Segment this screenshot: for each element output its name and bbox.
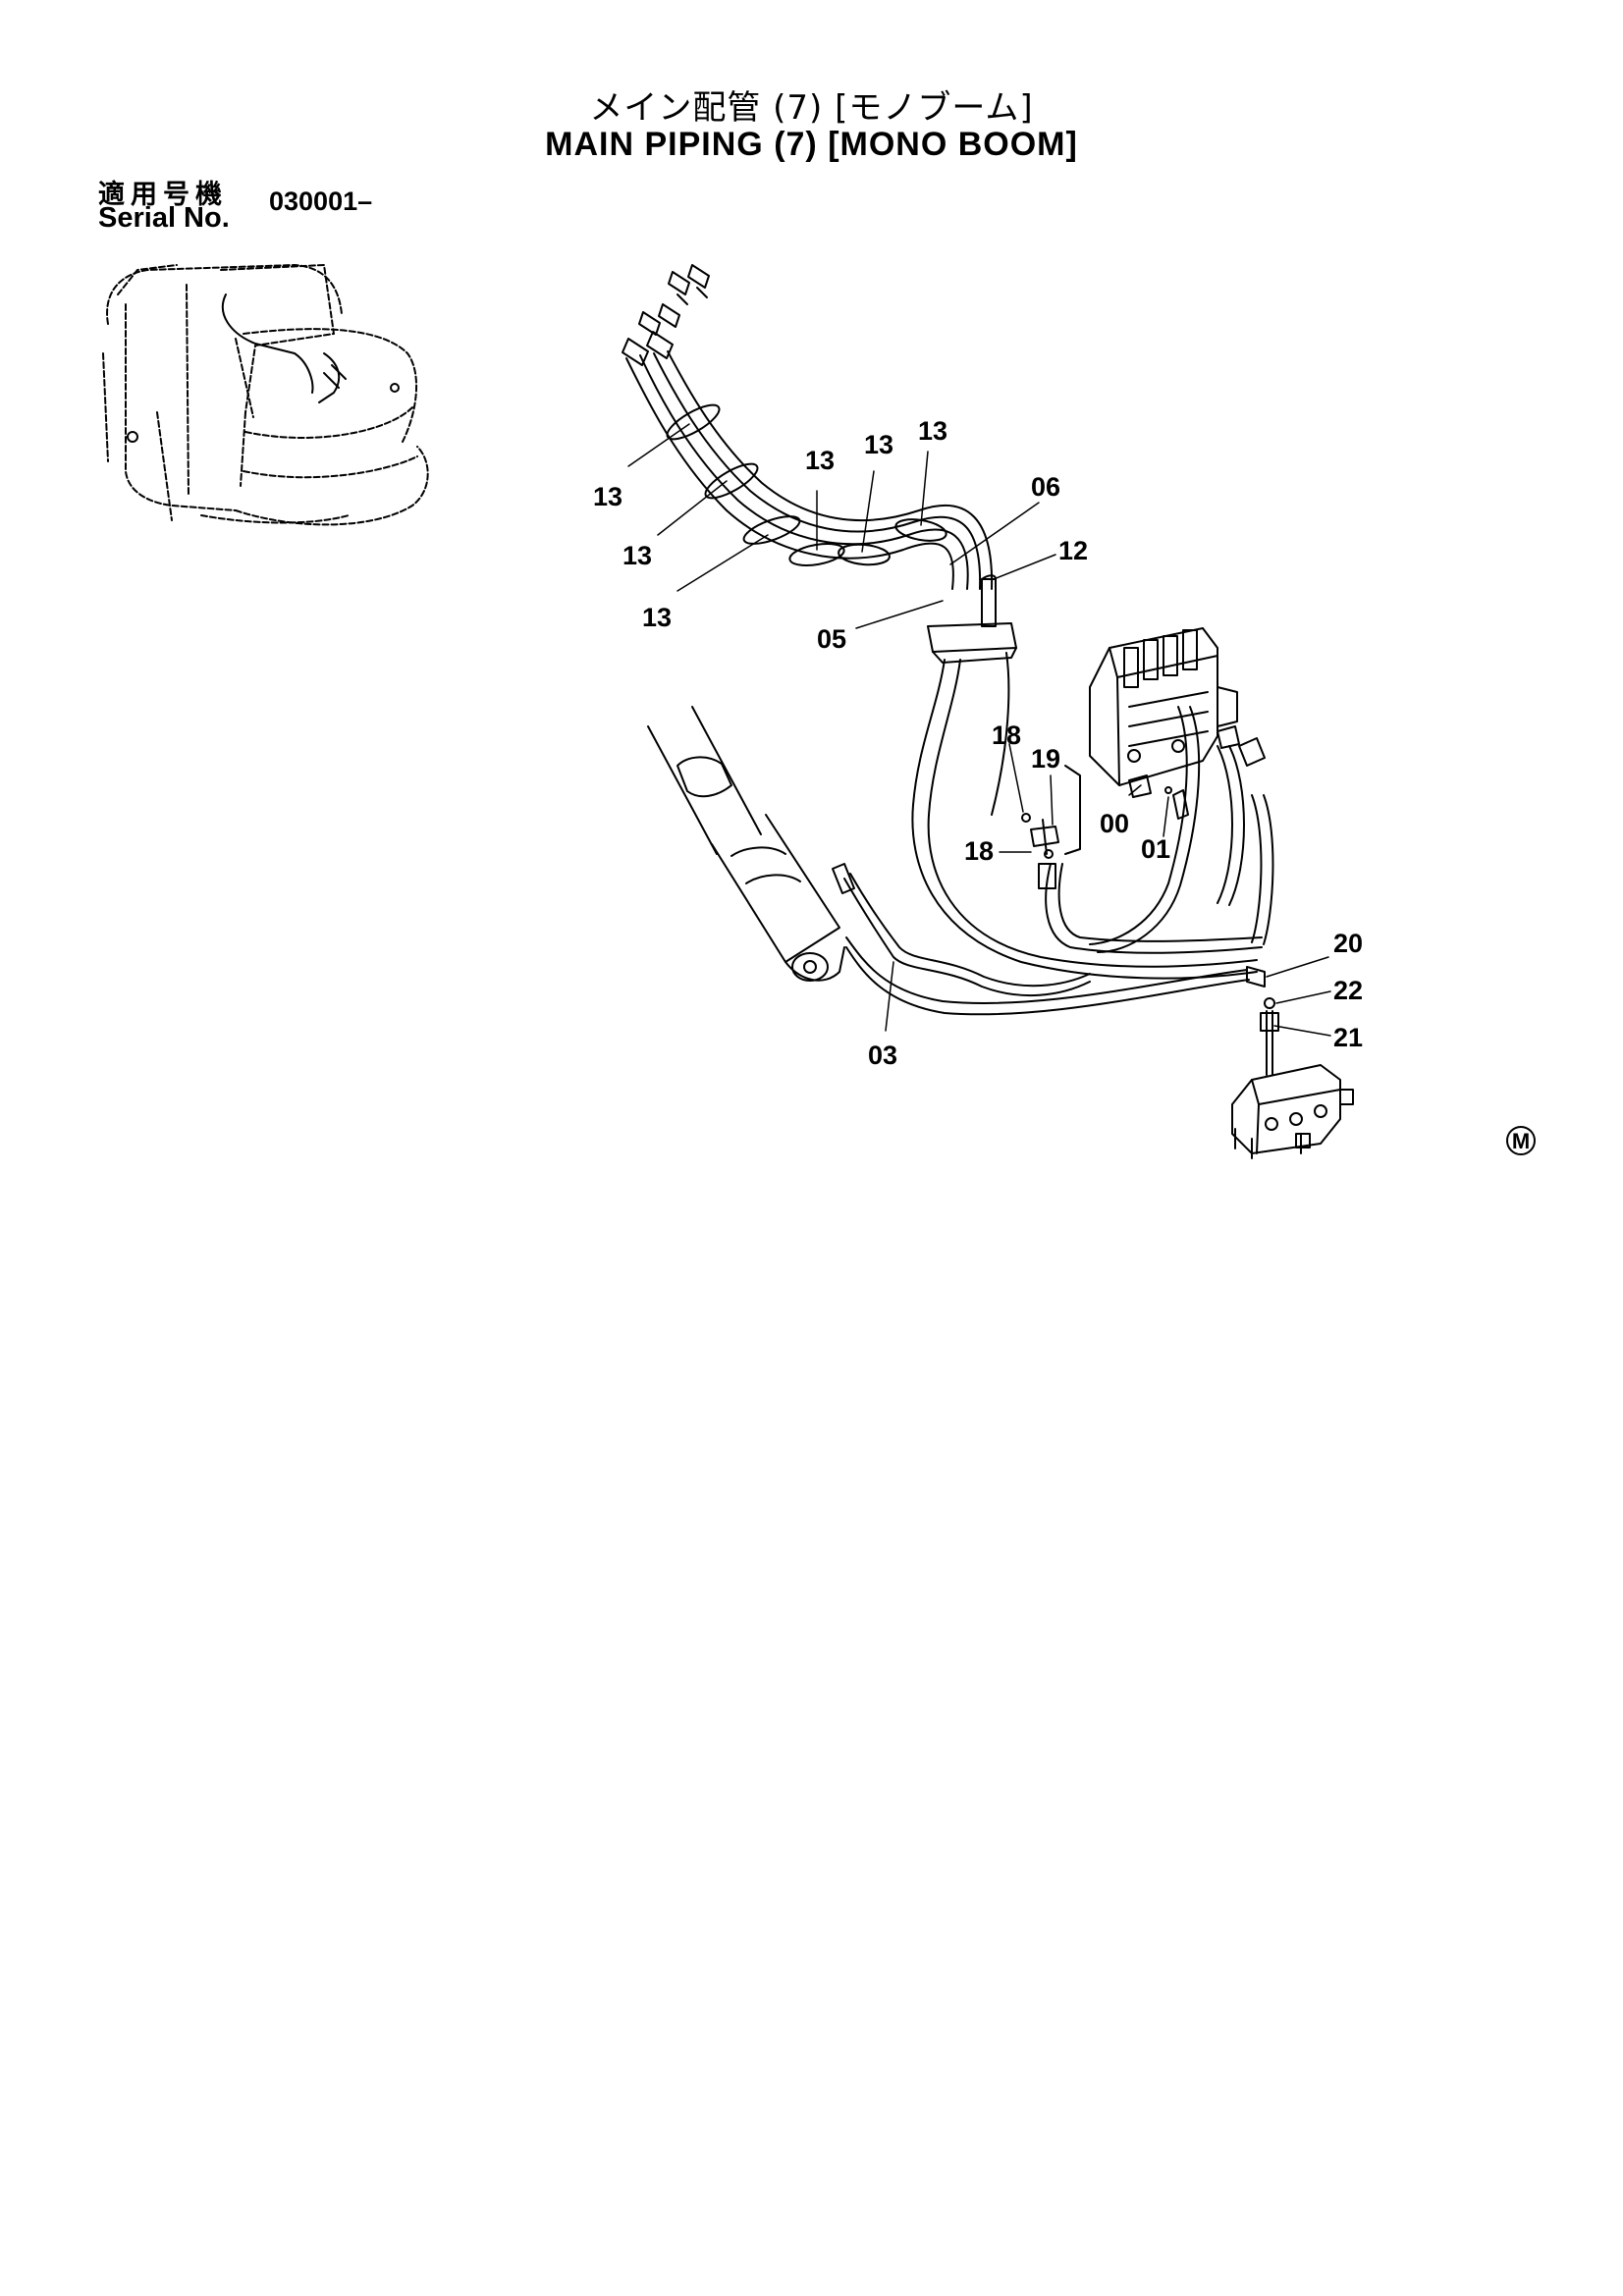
corner-mark: M [1506, 1126, 1536, 1155]
title-japanese: メイン配管 (7) [モノブーム] [589, 88, 1034, 128]
callout-13c: 13 [642, 603, 672, 632]
callout-01: 01 [1141, 834, 1170, 864]
control-valve-upper [1089, 627, 1238, 786]
callout-22: 22 [1333, 976, 1363, 1005]
callout-13d: 13 [805, 446, 835, 475]
callout-13e: 13 [864, 430, 893, 459]
pilot-valve [1231, 966, 1354, 1159]
callout-05: 05 [817, 624, 846, 654]
machine-thumbnail [102, 264, 429, 526]
serial-label-japanese: 適用号機 [98, 180, 228, 210]
hose-clamps [666, 403, 947, 566]
callout-13b: 13 [622, 541, 652, 570]
callout-18b: 18 [964, 836, 994, 866]
hose-end-fittings [622, 264, 710, 366]
leader-lines [627, 423, 1331, 1037]
callout-06: 06 [1031, 472, 1060, 502]
hose-bracket [927, 574, 1017, 664]
tee-fitting [1021, 765, 1081, 889]
callout-labels: 13 13 13 13 13 13 06 12 05 18 19 18 00 0… [593, 416, 1363, 1070]
serial-number-value: 030001– [269, 187, 373, 216]
callout-03: 03 [868, 1041, 897, 1070]
callout-00: 00 [1100, 809, 1129, 838]
machine-thumbnail-hose [127, 294, 400, 443]
callout-13a: 13 [593, 482, 622, 511]
callout-21: 21 [1333, 1023, 1363, 1052]
callout-20: 20 [1333, 929, 1363, 958]
corner-mark-letter: M [1512, 1129, 1530, 1153]
callout-13f: 13 [918, 416, 947, 446]
callout-19: 19 [1031, 744, 1060, 774]
hose-bundle [625, 350, 1274, 1016]
title-english: MAIN PIPING (7) [MONO BOOM] [545, 126, 1078, 163]
callout-12: 12 [1058, 536, 1088, 565]
callout-18a: 18 [992, 721, 1021, 750]
elbow-fittings [1128, 725, 1266, 820]
boom-cylinder [647, 706, 1091, 996]
serial-label-english: Serial No. [98, 202, 230, 234]
